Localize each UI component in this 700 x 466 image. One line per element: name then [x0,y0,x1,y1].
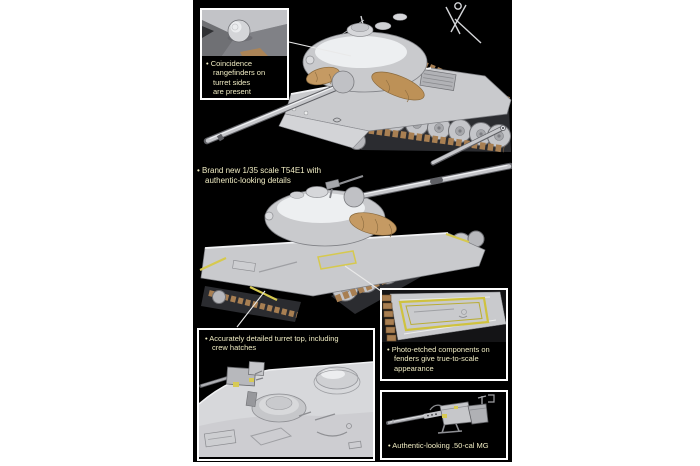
rangefinder-dome [264,211,274,221]
caption-line: appearance [394,363,434,373]
rangefinder-caption: • Coincidence rangefinders on turret sid… [202,56,287,97]
mg-callout-box: • Authentic-looking .50-cal MG [380,390,508,460]
note-line: • Brand new 1/35 scale T54E1 with [197,166,322,175]
note-line: authentic-looking details [205,176,291,185]
caption-line: are present [213,87,251,97]
fender-detail-image [382,290,506,342]
caption-line: fenders give true-to-scale [394,354,479,364]
caption-line: • Authentic-looking .50-cal MG [388,441,489,450]
rangefinder-detail-image [202,10,287,56]
tow-cable-hooks [445,2,482,44]
leader-lines [236,41,382,328]
aa-machine-gun [325,175,364,199]
caption-line: rangefinders on [213,68,266,78]
brand-new-note: • Brand new 1/35 scale T54E1 with authen… [197,166,321,186]
caption-line: turret sides [213,77,251,87]
turret-top-leader-line [236,290,266,328]
photo-etched-caption: • Photo-etched components on fenders giv… [382,342,506,373]
caption-line: • Coincidence [206,59,252,68]
rangefinder-leader-line [288,41,352,57]
mg-mount-closeup [199,360,265,407]
rangefinder-callout-box: • Coincidence rangefinders on turret sid… [200,8,289,100]
mg-detail-image [382,392,506,440]
mg-caption: • Authentic-looking .50-cal MG [382,440,506,450]
turret-top-callout-box: • Accurately detailed turret top, includ… [197,328,375,461]
mantlet [331,70,355,94]
tank-artwork [199,2,512,328]
turret-top-caption: • Accurately detailed turret top, includ… [199,330,373,356]
caption-line: • Photo-etched components on [387,345,490,354]
mantlet [343,186,365,208]
photo-etched-fender-frame [398,296,490,332]
photo-etched-callout-box: • Photo-etched components on fenders giv… [380,288,508,381]
photo-etched-leader-line [344,265,382,292]
artwork-panel: • Coincidence rangefinders on turret sid… [193,0,512,462]
turret-top-detail-image [199,355,373,457]
middle-tank-render [199,162,512,322]
engine-grille [419,69,457,91]
rangefinder-dome [305,55,315,65]
mg-render [386,394,495,434]
caption-line: crew hatches [212,343,257,353]
stowage-bundles [349,212,397,238]
commander-cupola [305,186,329,198]
track-links [382,294,397,342]
glacis [278,113,370,149]
caption-line: • Accurately detailed turret top, includ… [205,334,339,343]
spare-gun-barrel [430,125,506,166]
top-tank-render [203,2,512,153]
